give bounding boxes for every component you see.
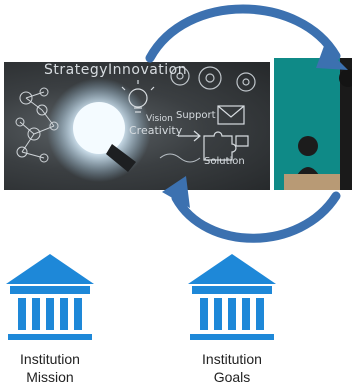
idea-bulb-doodle-icon xyxy=(121,80,155,113)
strategy-innovation-image: Strategy Innovation Vision Creativity Su… xyxy=(4,62,270,190)
institution-building-icon xyxy=(6,254,94,340)
chalkboard-doodles xyxy=(15,66,256,182)
bulb-base-icon xyxy=(106,144,136,172)
vision-word: Vision xyxy=(146,114,173,124)
support-word: Support xyxy=(176,110,216,121)
envelope-icon xyxy=(217,105,245,125)
classroom-scene xyxy=(274,58,352,190)
gears-icon xyxy=(170,66,256,92)
creativity-word: Creativity xyxy=(129,124,183,137)
scribble-doodle xyxy=(159,153,201,163)
institution-goals-label: Institution Goals xyxy=(202,351,262,385)
strategy-word: Strategy xyxy=(44,62,108,78)
institution-mission-label: Institution Mission xyxy=(20,351,80,385)
classroom-image xyxy=(274,58,352,190)
student-head xyxy=(298,136,318,156)
teacher-figure xyxy=(340,58,352,190)
arrow-doodle-icon xyxy=(178,130,201,142)
puzzle-icon xyxy=(203,131,249,161)
light-bulb-icon xyxy=(73,102,125,154)
institution-building-icon xyxy=(188,254,276,340)
desk xyxy=(284,174,340,190)
top-arrow-head xyxy=(316,46,348,70)
bottom-arrow-head xyxy=(162,176,190,208)
top-cycle-arrow xyxy=(145,4,341,63)
mind-map-doodle xyxy=(15,87,59,163)
solution-word: Solution xyxy=(204,156,245,167)
bottom-cycle-arrow xyxy=(171,191,341,243)
teacher-head xyxy=(339,69,352,87)
innovation-word: Innovation xyxy=(108,62,188,78)
